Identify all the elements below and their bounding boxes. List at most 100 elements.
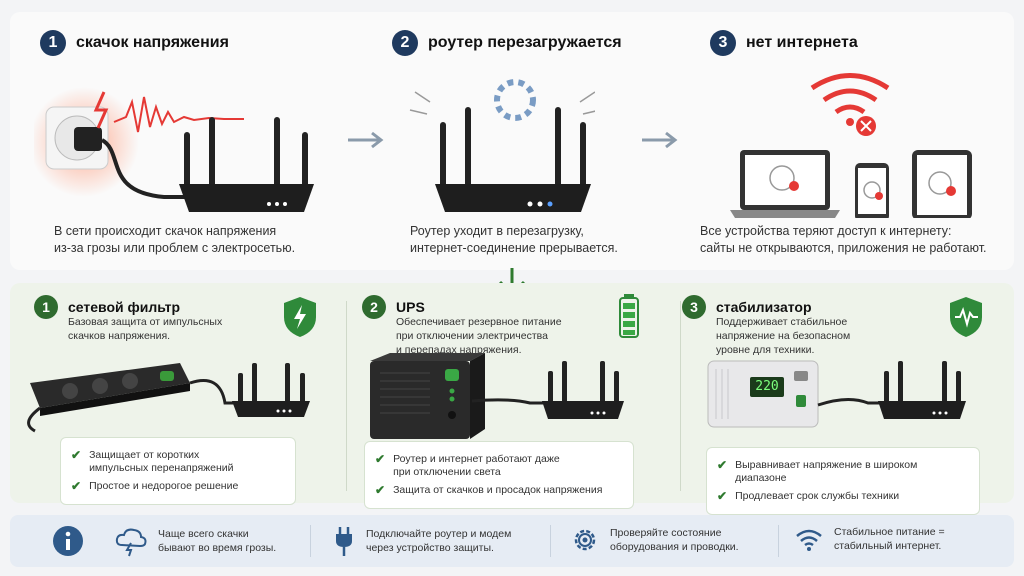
tip-text: Подключайте роутер и модем через устройс… — [366, 527, 511, 555]
benefit-text: Выравнивает напряжение в широком диапазо… — [735, 459, 918, 484]
tips-bar: Чаще всего скачки бывают во время грозы.… — [10, 515, 1014, 567]
step-3-desc-line: Все устройства теряют доступ к интернету… — [700, 224, 952, 238]
benefit-item: ✔ Защита от скачков и просадок напряжени… — [375, 484, 623, 497]
step-1-header: 1 скачок напряжения — [40, 30, 229, 56]
loading-spinner-icon — [494, 79, 536, 121]
check-icon: ✔ — [375, 452, 386, 466]
solution-1-description: Базовая защита от импульсных скачков нап… — [68, 315, 222, 343]
benefit-item: ✔ Продлевает срок службы техники — [717, 490, 969, 503]
tip-line: Подключайте роутер и модем — [366, 528, 512, 540]
wifi-icon — [796, 529, 822, 551]
ups-illustration — [370, 353, 624, 439]
solution-3-number: 3 — [682, 295, 706, 319]
battery-icon — [619, 294, 639, 338]
step-3-description: Все устройства теряют доступ к интернету… — [700, 223, 987, 257]
power-surge-illustration — [34, 87, 314, 212]
divider — [550, 525, 551, 557]
solution-3-desc-line: Поддерживает стабильное — [716, 316, 848, 328]
divider — [346, 301, 347, 491]
solution-2-description: Обеспечивает резервное питание при отклю… — [396, 315, 562, 357]
tip-line: бывают во время грозы. — [158, 542, 277, 554]
stabilizer-illustration — [707, 360, 966, 428]
check-icon: ✔ — [717, 458, 728, 472]
benefit-text: Защита от скачков и просадок напряжения — [393, 484, 603, 496]
step-3-number: 3 — [710, 30, 736, 56]
shield-pulse-icon — [950, 297, 982, 337]
step-1-description: В сети происходит скачок напряжения из-з… — [54, 223, 295, 257]
solution-1-desc-line: скачков напряжения. — [68, 330, 171, 342]
laptop-icon — [730, 150, 840, 218]
solution-3-desc-line: уровне для техники. — [716, 344, 815, 356]
phone-icon — [855, 163, 889, 218]
step-1-desc-line: из-за грозы или проблем с электросетью. — [54, 241, 296, 255]
solution-surge-protector: 1 сетевой фильтр Базовая защита от импул… — [10, 283, 345, 505]
tablet-icon — [912, 150, 972, 218]
plug-icon — [336, 527, 352, 556]
check-icon: ✔ — [375, 483, 386, 497]
benefit-text: Продлевает срок службы техники — [735, 490, 900, 502]
solution-3-header: 3 стабилизатор — [682, 295, 812, 319]
benefit-text: Роутер и интернет работают даже — [393, 453, 560, 465]
step-3-desc-line: сайты не открываются, приложения не рабо… — [700, 241, 987, 255]
solution-1-header: 1 сетевой фильтр — [34, 295, 180, 319]
tip-text: Проверяйте состояние оборудования и пров… — [610, 526, 739, 554]
step-1-desc-line: В сети происходит скачок напряжения — [54, 224, 277, 238]
arrow-right-icon — [642, 131, 678, 149]
step-3-title: нет интернета — [746, 34, 858, 51]
benefit-item: ✔ Простое и недорогое решение — [71, 480, 285, 493]
check-icon: ✔ — [717, 489, 728, 503]
tip-text: Стабильное питание = стабильный интернет… — [834, 525, 945, 553]
arrow-right-icon — [348, 131, 384, 149]
benefit-item: ✔ Выравнивает напряжение в широком диапа… — [717, 459, 969, 485]
benefit-text: импульсных перенапряжений — [89, 462, 234, 474]
tip-wifi: Стабильное питание = стабильный интернет… — [794, 525, 945, 553]
stabilizer-display: 220 — [755, 379, 779, 394]
tip-text: Чаще всего скачки бывают во время грозы. — [158, 527, 276, 555]
power-strip-illustration — [27, 363, 310, 433]
step-3-header: 3 нет интернета — [710, 30, 858, 56]
solution-2-desc-line: Обеспечивает резервное питание — [396, 316, 562, 328]
solution-3-title: стабилизатор — [716, 299, 812, 315]
solution-1-desc-line: Базовая защита от импульсных — [68, 316, 223, 328]
tip-storm: Чаще всего скачки бывают во время грозы. — [114, 525, 276, 557]
tip-line: Проверяйте состояние — [610, 527, 722, 539]
tip-line: Чаще всего скачки — [158, 528, 249, 540]
solution-ups: 2 UPS Обеспечивает резервное питание при… — [350, 283, 680, 509]
step-1-title: скачок напряжения — [76, 34, 229, 51]
solutions-panel: 1 сетевой фильтр Базовая защита от импул… — [10, 283, 1014, 515]
rebooting-router-illustration — [409, 79, 595, 212]
solution-3-desc-line: напряжение на безопасном — [716, 330, 851, 342]
no-internet-devices-illustration — [730, 73, 972, 218]
solution-3-description: Поддерживает стабильное напряжение на бе… — [716, 315, 850, 357]
tip-plug: Подключайте роутер и модем через устройс… — [332, 525, 511, 557]
solution-2-title: UPS — [396, 299, 425, 315]
divider — [778, 525, 779, 557]
step-2-number: 2 — [392, 30, 418, 56]
solution-2-number: 2 — [362, 295, 386, 319]
problem-panel: 1 скачок напряжения В сети происходит ск… — [10, 12, 1014, 270]
step-2-desc-line: интернет-соединение прерывается. — [410, 241, 618, 255]
benefit-text: при отключении света — [393, 466, 501, 478]
divider — [310, 525, 311, 557]
gear-icon — [574, 529, 596, 551]
storm-cloud-icon — [115, 528, 147, 557]
tip-line: Стабильное питание = — [834, 526, 945, 538]
step-2-title: роутер перезагружается — [428, 34, 622, 51]
step-1-number: 1 — [40, 30, 66, 56]
solution-3-benefits: ✔ Выравнивает напряжение в широком диапа… — [706, 447, 980, 515]
solution-1-title: сетевой фильтр — [68, 299, 181, 315]
solution-stabilizer: 3 стабилизатор Поддерживает стабильное н… — [682, 283, 1014, 515]
check-icon: ✔ — [71, 448, 82, 462]
tip-info — [52, 525, 84, 557]
wifi-off-icon — [810, 73, 890, 136]
solution-2-desc-line: при отключении электричества — [396, 330, 548, 342]
step-2-header: 2 роутер перезагружается — [392, 30, 622, 56]
check-icon: ✔ — [71, 479, 82, 493]
solution-2-header: 2 UPS — [362, 295, 425, 319]
step-2-description: Роутер уходит в перезагрузку, интернет-с… — [410, 223, 618, 257]
shield-bolt-icon — [284, 297, 316, 337]
